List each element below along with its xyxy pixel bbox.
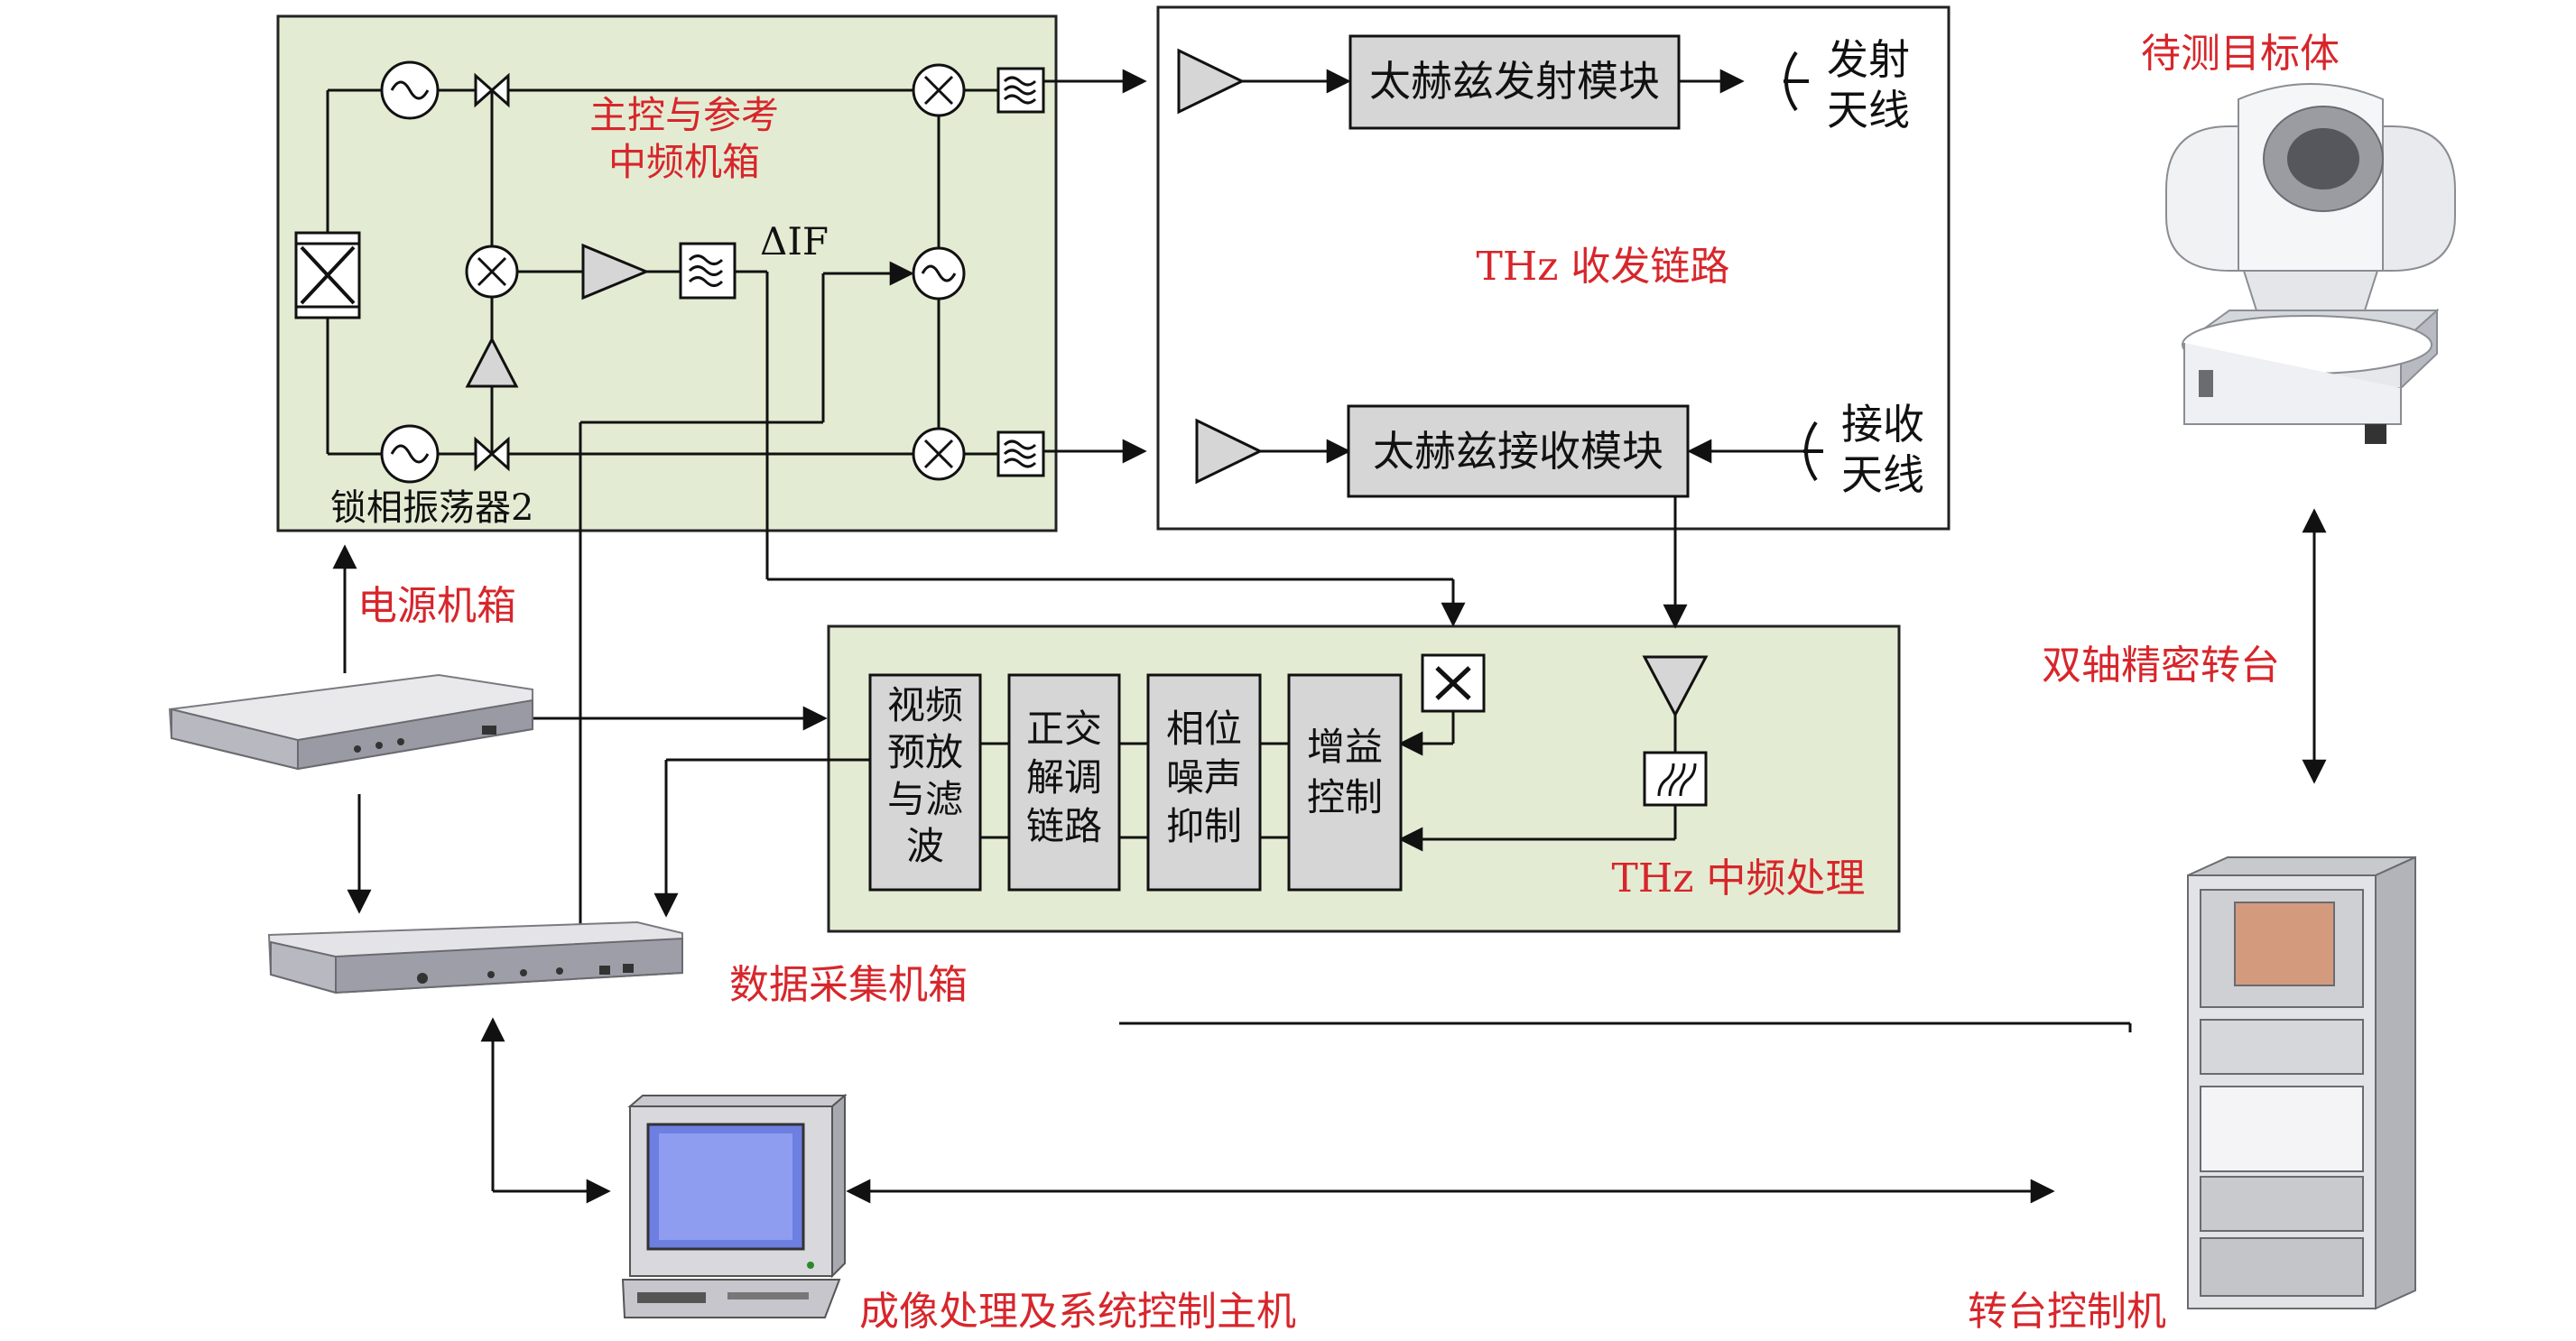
tx-antenna-icon — [1784, 51, 1809, 112]
daq-chassis-label: 数据采集机箱 — [729, 962, 968, 1008]
host-computer-icon — [621, 1093, 848, 1318]
power-chassis-icon — [168, 673, 533, 771]
video-label-line2: 预放 — [887, 730, 963, 774]
if-bandpass-filter-icon — [1643, 751, 1708, 807]
gain-control-box — [1287, 673, 1403, 892]
tx-antenna-label-line2: 天线 — [1827, 86, 1910, 134]
amplifier-if-icon — [581, 243, 650, 301]
phase-label-line2: 噪声 — [1166, 755, 1242, 800]
iq-demod-box — [1007, 673, 1121, 892]
coupler-top-icon — [474, 72, 510, 108]
iq-label-line3: 链路 — [1026, 804, 1102, 848]
host-label: 成像处理及系统控制主机 — [859, 1289, 1296, 1335]
master-chassis-label-line2: 中频机箱 — [608, 140, 760, 184]
master-chassis-wiring — [326, 88, 1466, 971]
rx-antenna-label-line2: 天线 — [1841, 450, 1924, 499]
power-chassis-label: 电源机箱 — [357, 583, 516, 629]
master-chassis-label-line1: 主控与参考 — [589, 93, 779, 137]
filter-top-icon — [996, 67, 1045, 114]
transceiver-wiring — [1043, 69, 1807, 629]
video-label-line1: 视频 — [887, 683, 963, 727]
phase-noise-box — [1146, 673, 1262, 892]
rx-module-label: 太赫兹接收模块 — [1373, 427, 1663, 476]
tx-module-box — [1348, 34, 1681, 130]
left-connections — [332, 508, 2327, 1204]
mixer-middle-icon — [465, 245, 519, 299]
video-preamp-filter-box — [868, 673, 982, 892]
turntable-ctrl-label: 转台控制机 — [1968, 1289, 2166, 1335]
turntable-control-cabinet-icon — [2187, 855, 2416, 1310]
delta-if-label: ΔIF — [760, 219, 829, 264]
gain-label-line2: 控制 — [1307, 775, 1383, 819]
tx-module-label: 太赫兹发射模块 — [1369, 57, 1660, 106]
video-label-line3: 与滤 — [887, 777, 963, 821]
power-splitter-icon — [294, 231, 361, 319]
target-label: 待测目标体 — [2141, 31, 2340, 77]
mixer-top-icon — [912, 63, 966, 117]
tx-amplifier-icon — [1177, 48, 1246, 115]
tx-antenna-label-line1: 发射 — [1827, 35, 1910, 84]
turntable-label: 双轴精密转台 — [2042, 643, 2280, 689]
if-section-wiring — [533, 706, 1677, 918]
amplifier-vertical-icon — [465, 336, 519, 388]
target-turntable-icon — [2165, 83, 2456, 444]
filter-bottom-icon — [996, 430, 1045, 477]
gain-label-line1: 增益 — [1307, 725, 1383, 769]
rx-antenna-label-line1: 接收 — [1841, 400, 1924, 449]
phase-label-line1: 相位 — [1166, 707, 1242, 751]
thz-chain-label: THz 收发链路 — [1477, 244, 1730, 290]
phase-label-line3: 抑制 — [1166, 804, 1242, 848]
if-section-label: THz 中频处理 — [1612, 855, 1866, 902]
video-label-line4: 波 — [906, 824, 944, 868]
iq-label-line1: 正交 — [1026, 707, 1102, 751]
if-filter-icon — [679, 242, 737, 300]
oscillator-2-icon — [380, 424, 440, 484]
oscillator-1-icon — [380, 60, 440, 120]
mixer-bottom-icon — [912, 427, 966, 481]
if-amplifier-icon — [1642, 655, 1709, 718]
pll2-label: 锁相振荡器2 — [330, 487, 533, 529]
coupler-bottom-icon — [474, 436, 510, 472]
iq-label-line2: 解调 — [1026, 755, 1102, 800]
reference-oscillator-icon — [912, 246, 966, 301]
if-mixer-icon — [1421, 653, 1486, 713]
daq-chassis-icon — [267, 920, 683, 994]
rx-antenna-icon — [1803, 421, 1823, 482]
rx-amplifier-icon — [1195, 418, 1264, 485]
rx-module-box — [1347, 404, 1690, 498]
